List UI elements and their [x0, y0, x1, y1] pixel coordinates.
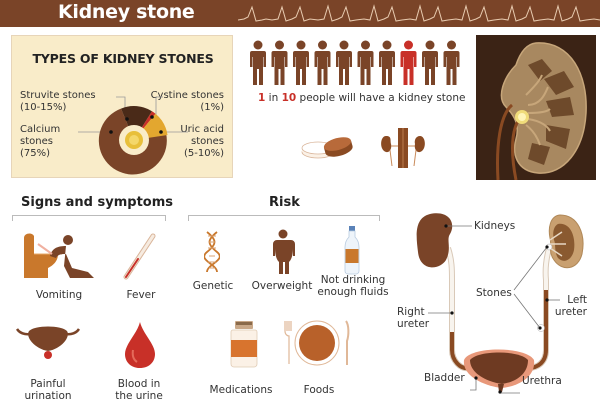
foods-label: Foods	[303, 384, 335, 396]
people-icons	[250, 40, 460, 85]
painful-urination-label: Painful urination	[24, 378, 72, 400]
vomiting-icon	[24, 233, 94, 278]
donut-chart	[78, 96, 188, 175]
header-banner: Kidney stone	[0, 0, 600, 27]
calcium-label: Calcium stones (75%)	[20, 124, 61, 159]
overweight-label: Overweight	[251, 280, 313, 292]
pills-icon	[301, 137, 353, 159]
food-plate-icon	[284, 320, 350, 366]
uric-acid-label: Uric acid stones (5-10%)	[180, 124, 224, 159]
blood-drop-icon	[125, 322, 155, 368]
kidneys-spine-icon	[381, 128, 425, 168]
risk-heading: Risk	[269, 195, 300, 210]
signs-and-symptoms-heading: Signs and symptoms	[21, 195, 173, 210]
heartbeat-line-icon	[238, 4, 600, 22]
struvite-label: Struvite stones (10-15%)	[20, 90, 96, 113]
overweight-person-icon	[273, 229, 295, 274]
types-title: TYPES OF KIDNEY STONES	[32, 51, 214, 66]
genetic-label: Genetic	[192, 280, 234, 292]
statistic-text: 1 in 10 people will have a kidney stone	[258, 92, 466, 104]
stones-label: Stones	[476, 287, 512, 299]
left-ureter-label: Left ureter	[554, 294, 587, 318]
medications-label: Medications	[209, 384, 273, 396]
painful-urination-bladder-icon	[15, 326, 81, 359]
thermometer-icon	[123, 233, 156, 280]
right-ureter-label: Right ureter	[397, 306, 430, 330]
bladder-label: Bladder	[424, 372, 465, 384]
fever-label: Fever	[126, 289, 156, 301]
kidney-cross-section-image	[476, 35, 596, 181]
blood-in-urine-label: Blood in the urine	[115, 378, 163, 400]
urethra-label: Urethra	[522, 375, 562, 387]
urinary-system-diagram	[416, 213, 584, 394]
risk-bracket	[188, 215, 380, 221]
water-bottle-icon	[344, 226, 360, 275]
types-of-kidney-stones-panel: TYPES OF KIDNEY STONES Struvite stones (…	[11, 35, 233, 178]
cystine-label: Cystine stones (1%)	[150, 90, 224, 113]
signs-bracket	[12, 215, 166, 221]
dna-icon	[204, 231, 220, 273]
kidney-cross-section-icon	[496, 42, 587, 181]
page-title: Kidney stone	[58, 1, 195, 23]
donut-slices	[98, 106, 168, 175]
medication-bottle-icon	[230, 321, 258, 368]
not-drinking-label: Not drinking enough fluids	[317, 274, 389, 298]
vomiting-label: Vomiting	[35, 289, 83, 301]
kidneys-label: Kidneys	[474, 220, 516, 232]
